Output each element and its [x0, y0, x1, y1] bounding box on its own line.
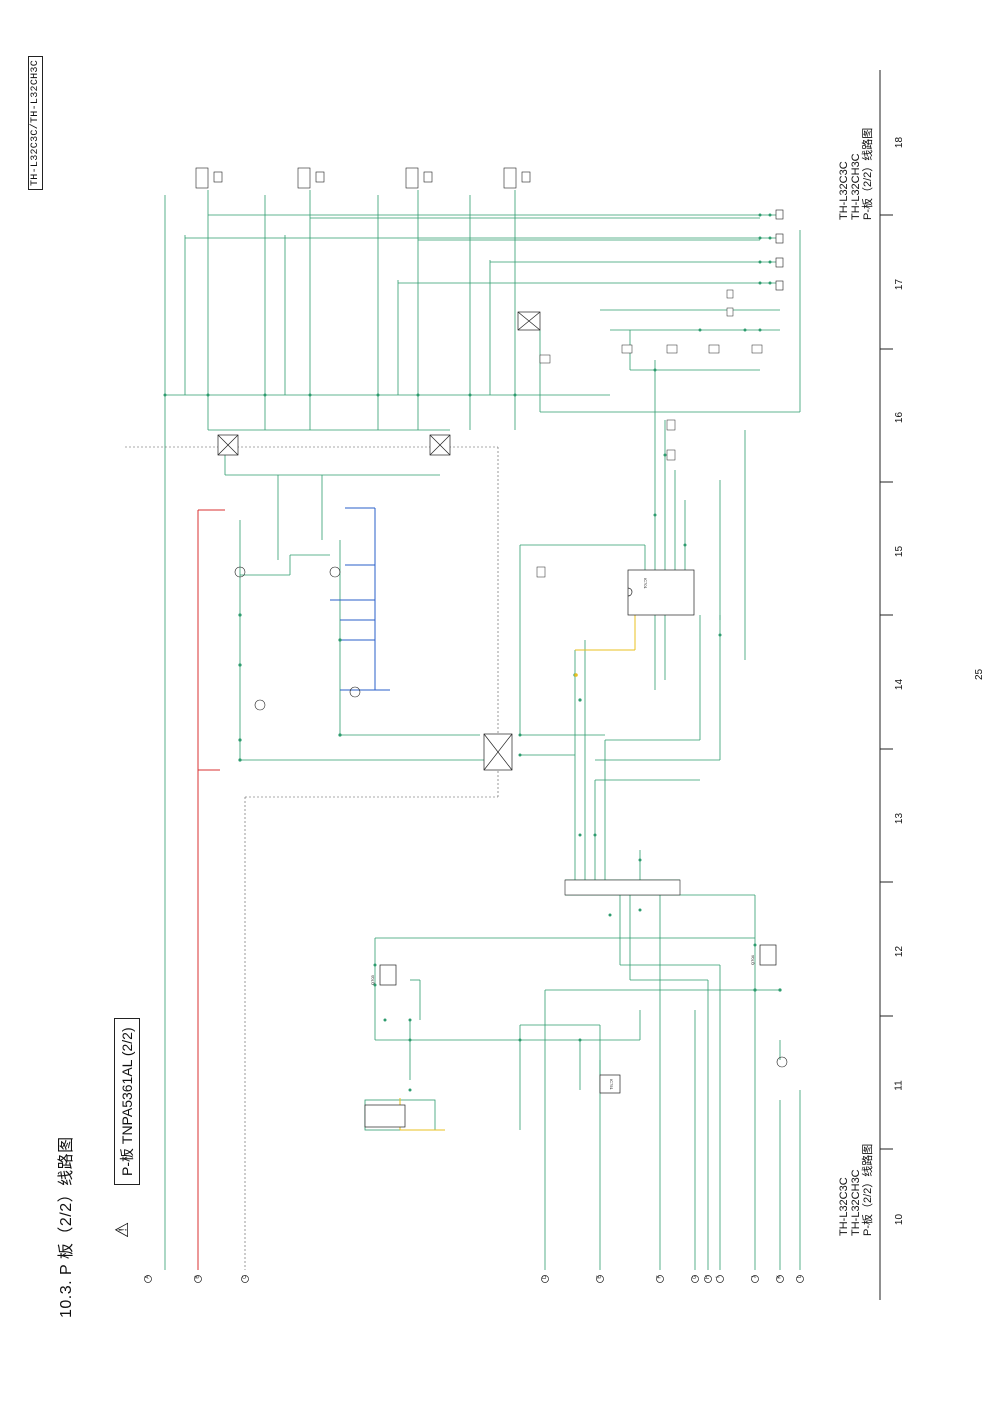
yellow-dot: [574, 673, 578, 677]
red-net: [197, 509, 225, 1270]
q-blocks: [364, 944, 777, 1128]
board-connector-strip: [564, 879, 681, 896]
bottom-connector-circles: [144, 1275, 804, 1283]
grid-col-12: 12: [894, 945, 906, 958]
grid-col-10: 10: [894, 1213, 906, 1226]
title-block-line1: TH-L32C3C: [838, 161, 850, 220]
connector-label-e: E: [596, 1275, 603, 1279]
grid-col-14: 14: [894, 678, 906, 691]
connector-label-f: F: [656, 1275, 663, 1279]
connector-label-h: H: [704, 1275, 711, 1279]
connector-label-b: B: [194, 1275, 201, 1279]
grid-col-16: 16: [894, 411, 906, 424]
green-wires: [164, 190, 801, 1270]
small-modules: [536, 289, 763, 578]
section-title: 10.3. P 板（2/2）线路图: [58, 1136, 75, 1318]
warning-icon: ⚠: [112, 1221, 132, 1238]
title-block-line1: TH-L32C3C: [838, 1177, 850, 1236]
title-block-line2: TH-L32CH3C: [850, 153, 862, 220]
transformers: [217, 311, 541, 771]
connector-label-c: C: [241, 1275, 248, 1279]
connector-label-i: I: [715, 1276, 722, 1278]
grid-col-11: 11: [893, 1080, 905, 1091]
grid-col-17: 17: [894, 278, 906, 291]
blue-net: [330, 507, 390, 691]
q703-label: Q703: [370, 975, 375, 985]
ic701-body: [627, 569, 695, 616]
grid-col-18: 18: [894, 136, 906, 149]
title-block-line3: P-板（2/2）线路图: [862, 127, 874, 220]
right-connectors: [775, 209, 784, 291]
isolation-boundary: [125, 446, 499, 1270]
ic751-body: [599, 1074, 621, 1094]
connector-label-j: J: [751, 1275, 758, 1279]
transistors: [234, 566, 788, 1068]
connector-label-d: D: [541, 1275, 548, 1279]
connector-label-k: K: [776, 1275, 783, 1279]
grid-col-15: 15: [894, 545, 906, 558]
connector-label-g: G: [691, 1275, 698, 1279]
page-number: 25: [974, 668, 985, 680]
frame: [879, 70, 893, 1300]
board-label: P-板 TNPA5361AL (2/2): [114, 1018, 140, 1185]
title-block-bottom: TH-L32C3C TH-L32CH3C P-板（2/2）线路图: [838, 1144, 874, 1236]
junction-dots: [163, 213, 782, 1092]
ic701-label: IC701: [643, 578, 648, 589]
q704-label: Q704: [750, 955, 755, 965]
title-block-line3: P-板（2/2）线路图: [862, 1143, 874, 1236]
top-connectors: [195, 167, 531, 189]
title-block-top: TH-L32C3C TH-L32CH3C P-板（2/2）线路图: [838, 128, 874, 220]
connector-label-l: L: [796, 1275, 803, 1279]
grid-col-13: 13: [894, 812, 906, 825]
title-block-line2: TH-L32CH3C: [850, 1169, 862, 1236]
connector-label-a: A: [144, 1275, 151, 1279]
ic751-label: IC751: [609, 1079, 614, 1090]
model-badge: TH-L32C3C/TH-L32CH3C: [28, 55, 43, 190]
